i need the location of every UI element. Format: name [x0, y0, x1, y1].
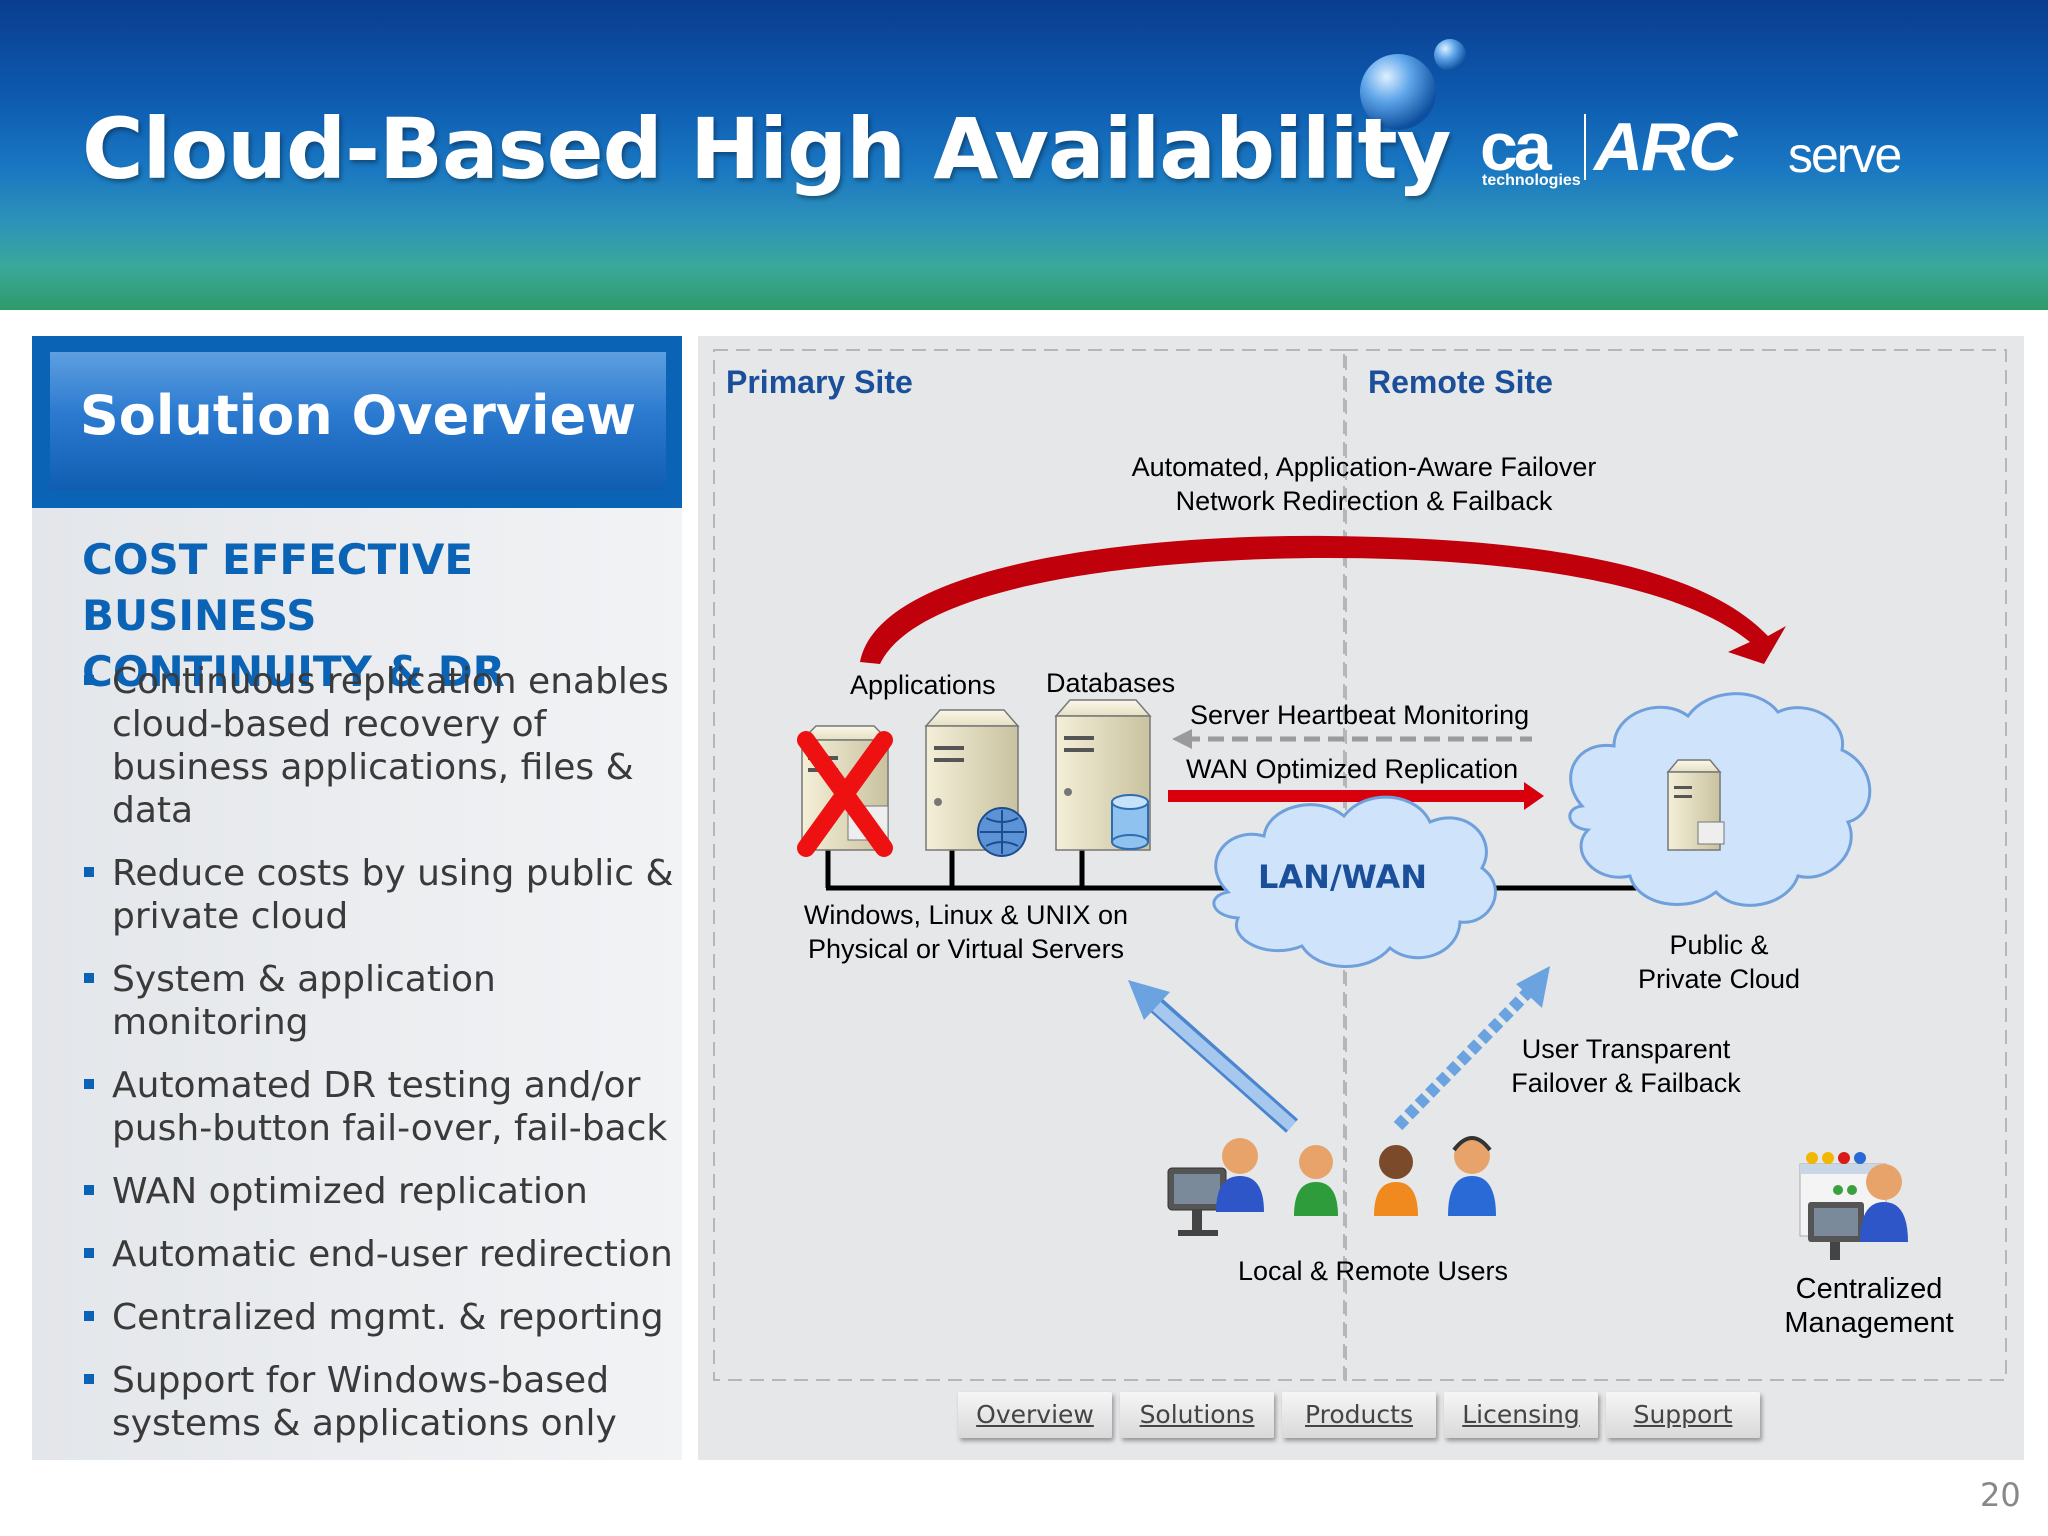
feature-item: Support for Windows-based systems & appl…	[82, 1359, 682, 1445]
architecture-diagram: Primary Site Remote Site Automated, Appl…	[698, 336, 2024, 1460]
nav-solutions-button[interactable]: Solutions	[1120, 1392, 1274, 1438]
public-private-cloud-icon	[1568, 692, 1872, 907]
failover-arrow	[860, 535, 1786, 664]
diagram-graphics	[713, 349, 2007, 1381]
local-remote-users-icon	[1167, 1136, 1496, 1236]
failed-app-server-icon	[797, 725, 893, 857]
lanwan-label: LAN/WAN	[1258, 858, 1428, 896]
nav-products-button[interactable]: Products	[1282, 1392, 1436, 1438]
nav-support-button[interactable]: Support	[1606, 1392, 1760, 1438]
servers-label: Windows, Linux & UNIX on Physical or Vir…	[788, 898, 1144, 966]
management-label-line1: Centralized	[1795, 1273, 1943, 1305]
feature-list: Continuous replication enables cloud-bas…	[82, 660, 682, 1465]
management-label: Centralized Management	[1774, 1272, 1964, 1340]
solution-overview-panel: Solution Overview COST EFFECTIVE BUSINES…	[32, 336, 682, 1460]
title-banner: Cloud-Based High Availability ca technol…	[0, 0, 2048, 310]
db-server-icon	[1054, 699, 1152, 851]
replication-label: WAN Optimized Replication	[1186, 754, 1519, 784]
failover-label-line1: Automated, Application-Aware Failover	[1131, 452, 1597, 482]
transparent-failover-arrow	[1393, 979, 1541, 1131]
transparent-failover-label-line1: User Transparent	[1521, 1034, 1731, 1064]
replication-arrow-head	[1524, 782, 1544, 810]
solution-overview-header: Solution Overview	[32, 336, 682, 508]
feature-item: Reduce costs by using public & private c…	[82, 852, 682, 938]
panel-subtitle-line1: COST EFFECTIVE BUSINESS	[82, 535, 474, 640]
cloud-label-line2: Private Cloud	[1637, 964, 1801, 994]
users-label: Local & Remote Users	[1237, 1256, 1509, 1286]
feature-item: Automated DR testing and/or push-button …	[82, 1064, 682, 1150]
feature-item: WAN optimized replication	[82, 1170, 682, 1213]
solution-overview-header-inner: Solution Overview	[50, 352, 666, 490]
cloud-label-line1: Public &	[1669, 930, 1769, 960]
failover-label-line2: Network Redirection & Failback	[1175, 486, 1553, 516]
cloud-label: Public & Private Cloud	[1614, 928, 1824, 996]
logo-arc-text: ARC	[1594, 109, 1737, 185]
solution-overview-title: Solution Overview	[79, 384, 637, 447]
user-access-arrow-head	[1128, 980, 1170, 1020]
logo-ca-text: ca	[1480, 109, 1552, 185]
water-drops-decoration	[1360, 39, 1466, 130]
feature-item: Centralized mgmt. & reporting	[82, 1296, 682, 1339]
app-server-icon	[924, 709, 1027, 857]
logo-serve-text: serve	[1788, 127, 1902, 183]
management-label-line2: Management	[1784, 1307, 1954, 1339]
feature-item: Automatic end-user redirection	[82, 1233, 682, 1276]
centralized-management-icon	[1799, 1152, 1908, 1260]
panel-subtitle: COST EFFECTIVE BUSINESS CONTINUITY & DR	[82, 532, 662, 700]
servers-label-line1: Windows, Linux & UNIX on	[803, 900, 1129, 930]
feature-item: System & application monitoring	[82, 958, 682, 1044]
slide-title: Cloud-Based High Availability	[82, 100, 1451, 198]
panel-subtitle-line2: CONTINUITY & DR	[82, 647, 505, 696]
applications-label: Applications	[850, 670, 996, 700]
servers-label-line2: Physical or Virtual Servers	[807, 934, 1125, 964]
feature-item: Continuous replication enables cloud-bas…	[82, 660, 682, 832]
transparent-failover-label: User Transparent Failover & Failback	[1496, 1032, 1756, 1100]
lanwan-cloud-icon	[1212, 795, 1497, 968]
page-number: 20	[1980, 1476, 2021, 1514]
user-access-arrow-fill	[1150, 999, 1296, 1131]
databases-label: Databases	[1046, 668, 1176, 698]
logo-technologies-text: technologies	[1482, 172, 1581, 189]
remote-site-label: Remote Site	[1368, 364, 1553, 400]
primary-site-label: Primary Site	[726, 364, 913, 400]
logo-separator	[1584, 114, 1586, 180]
replication-arrow-line	[1168, 790, 1528, 802]
heartbeat-arrow-head	[1172, 729, 1192, 749]
failover-label: Automated, Application-Aware Failover Ne…	[1084, 450, 1644, 518]
nav-overview-button[interactable]: Overview	[958, 1392, 1112, 1438]
nav-licensing-button[interactable]: Licensing	[1444, 1392, 1598, 1438]
transparent-failover-arrow-head	[1516, 966, 1550, 1008]
transparent-failover-label-line2: Failover & Failback	[1511, 1068, 1741, 1098]
heartbeat-label: Server Heartbeat Monitoring	[1190, 700, 1530, 730]
